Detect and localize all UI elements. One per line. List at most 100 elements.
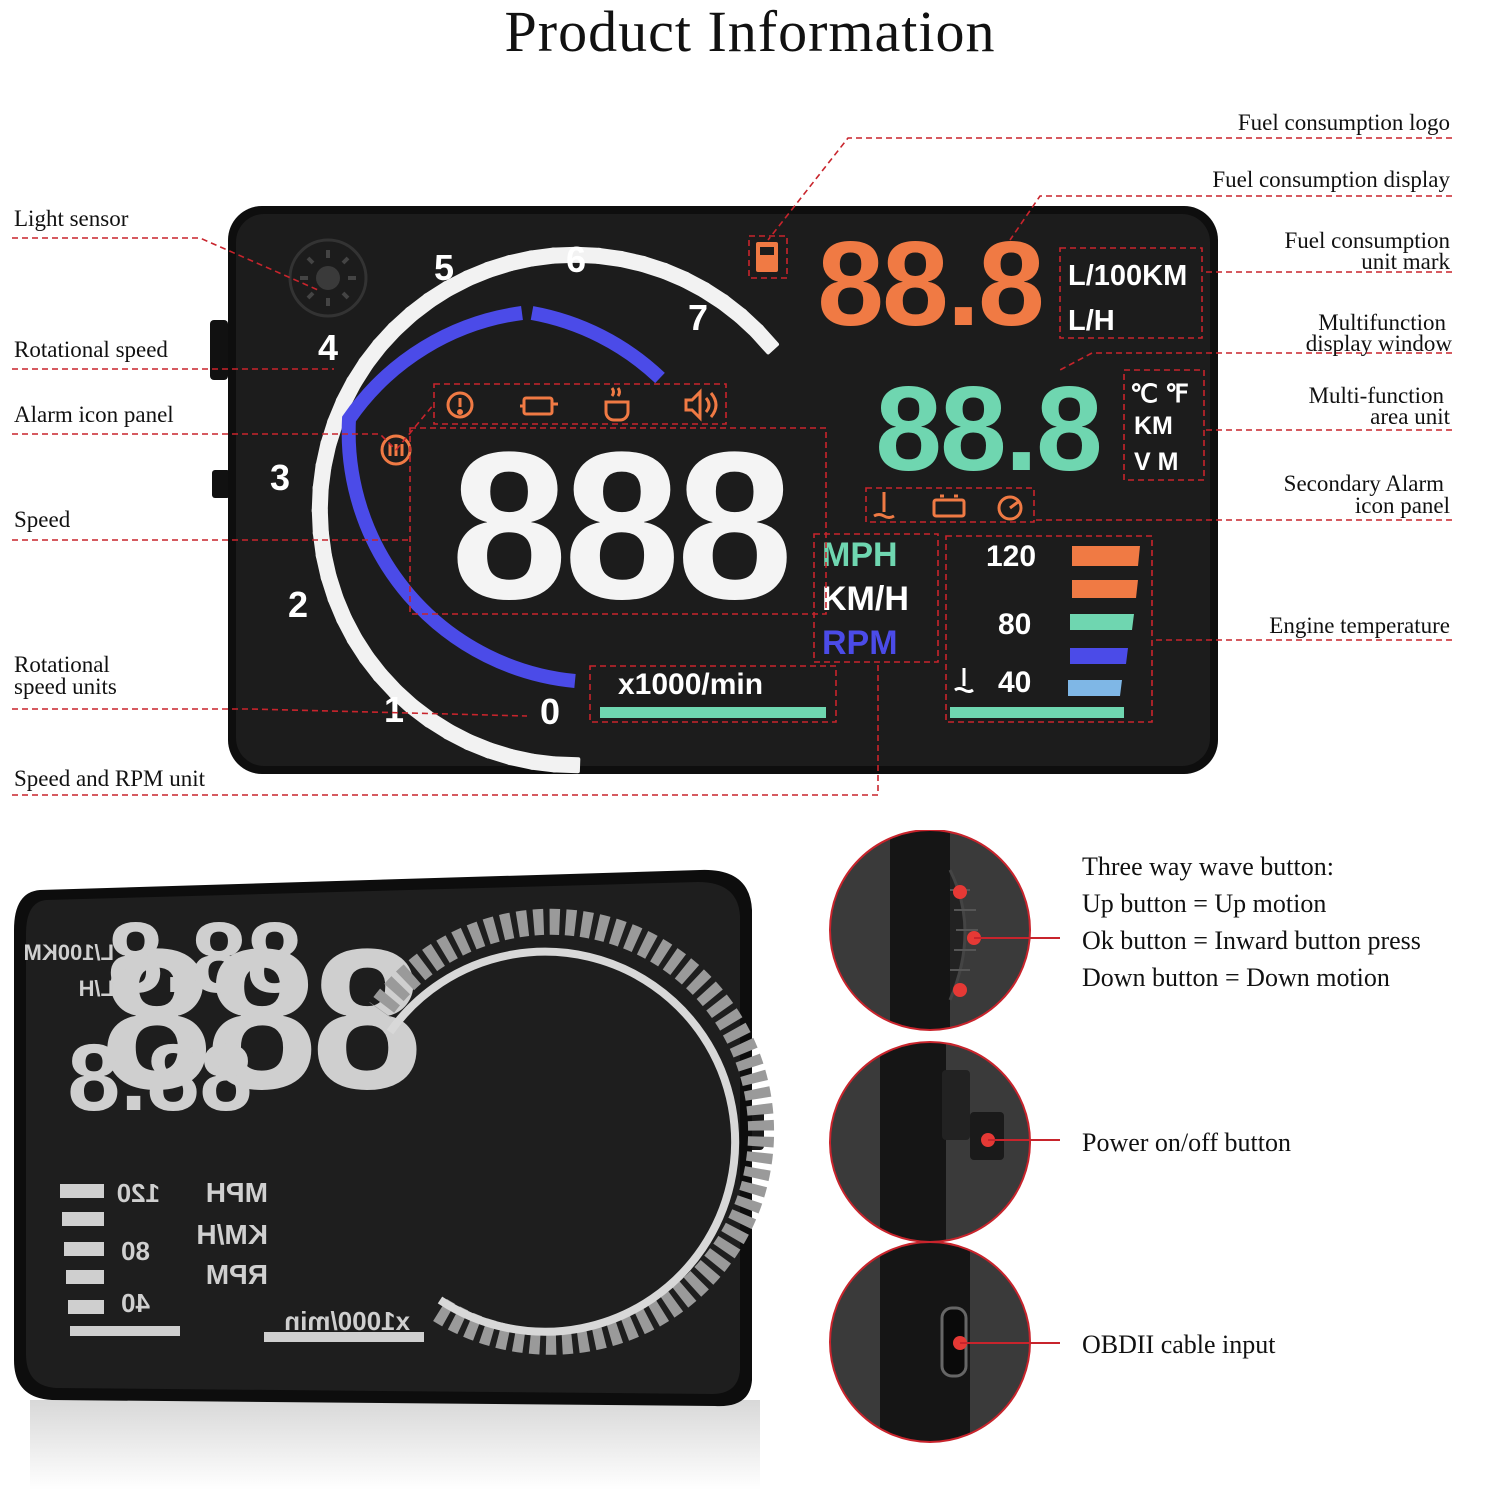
side-power-button xyxy=(212,470,230,498)
temp-bar-5 xyxy=(1068,680,1122,696)
wave-button-title: Three way wave button: xyxy=(1082,852,1334,881)
page-title: Product Information xyxy=(504,0,996,64)
rpm-tick-0: 0 xyxy=(540,691,560,732)
hud-screen xyxy=(236,214,1210,766)
down-button-dot xyxy=(953,983,967,997)
rpm-segment xyxy=(573,246,602,264)
label-multi-window-line2: display window xyxy=(1305,331,1452,356)
mirror-rpm-ring xyxy=(369,908,775,1355)
temp-base-bar xyxy=(950,707,1124,718)
zoom-wave-button xyxy=(830,830,1030,1030)
mirror-temp-120: 120 xyxy=(117,1178,160,1208)
zoom-power-button xyxy=(830,1042,1030,1242)
mirror-rpm-arc xyxy=(386,947,740,1336)
label-secondary-alarm-line2: icon panel xyxy=(1354,493,1450,518)
label-secondary-alarm-line1: Secondary Alarm xyxy=(1283,471,1444,496)
temp-label-80: 80 xyxy=(998,608,1031,641)
rpm-tick-7: 7 xyxy=(688,297,708,338)
engine-check-icon xyxy=(520,396,558,416)
label-multi-unit-line1: Multi-function xyxy=(1308,383,1444,408)
mirror-unit-kmh: KM/H xyxy=(196,1219,268,1250)
rpm-blue-arc-top xyxy=(530,306,665,384)
rpm-segment xyxy=(594,247,625,267)
unit-mph: MPH xyxy=(822,536,898,574)
speaker-icon xyxy=(684,388,718,422)
down-button-desc: Down button = Down motion xyxy=(1082,963,1390,992)
rpm-tick-5: 5 xyxy=(434,247,454,288)
mirror-temp-80: 80 xyxy=(121,1236,150,1266)
obd-input-desc: OBDII cable input xyxy=(1082,1330,1276,1359)
mirror-fuel-digits: 88.8 xyxy=(108,902,303,1014)
mirror-rpm-unit: x1000/min xyxy=(284,1306,410,1336)
multi-digits: 88.8 xyxy=(875,362,1101,496)
fuel-digits: 88.8 xyxy=(817,217,1043,351)
temp-bar-1 xyxy=(1072,546,1140,566)
power-button-desc: Power on/off button xyxy=(1082,1128,1291,1157)
mirror-screen xyxy=(26,882,740,1394)
label-fuel-display: Fuel consumption display xyxy=(1212,167,1450,192)
temp-bar-3 xyxy=(1070,614,1134,630)
up-button-desc: Up button = Up motion xyxy=(1082,889,1327,918)
rpm-segment xyxy=(528,247,558,267)
label-rotational-units-line1: Rotational xyxy=(14,652,110,677)
callout-boxes xyxy=(409,235,1205,723)
zoom-circles xyxy=(829,830,1060,1443)
rpm-segment xyxy=(551,756,581,774)
label-alarm-icon-panel: Alarm icon panel xyxy=(14,402,174,427)
rpm-segment xyxy=(550,246,580,264)
temp-label-120: 120 xyxy=(986,540,1036,573)
label-multi-window-line1: Multifunction xyxy=(1318,310,1446,335)
fuel-pump-icon xyxy=(756,242,778,272)
warning-icon xyxy=(446,391,474,419)
label-rotational-units-line2: speed units xyxy=(14,674,117,699)
mirror-unit-rpm: RPM xyxy=(206,1259,268,1290)
mirror-unit-lh: L/H xyxy=(79,976,114,1001)
label-speed: Speed xyxy=(14,507,71,532)
mirror-speed-digits: 888 xyxy=(106,908,422,1131)
mirror-unit-l100km: L/100KM xyxy=(24,940,114,965)
temp-bar-2 xyxy=(1072,580,1138,598)
side-scroll-wheel xyxy=(210,320,228,380)
rpm-segment xyxy=(312,462,332,492)
rpm-segment xyxy=(311,485,329,514)
rpm-tick-1: 1 xyxy=(384,689,404,730)
zoom-obd-port xyxy=(830,1242,1030,1442)
rpm-tick-4: 4 xyxy=(318,327,338,368)
unit-kmh: KM/H xyxy=(822,580,909,618)
fuel-unit-l100km: L/100KM xyxy=(1068,260,1187,292)
label-engine-temperature: Engine temperature xyxy=(1269,613,1450,638)
device-reflection xyxy=(30,1400,760,1490)
battery-icon xyxy=(932,494,966,518)
rpm-tick-2: 2 xyxy=(288,584,308,625)
temp-bar-4 xyxy=(1070,648,1128,664)
rpm-segment-ring xyxy=(311,246,779,774)
multi-unit-vm: V M xyxy=(1134,448,1178,476)
speed-digits: 888 xyxy=(451,408,789,643)
rpm-segment xyxy=(312,529,332,559)
rpm-unit-label: x1000/min xyxy=(618,668,763,701)
mirror-temp-bars xyxy=(60,1184,424,1342)
label-rotational-speed: Rotational speed xyxy=(14,337,168,362)
multi-unit-temp: ℃ ℉ xyxy=(1130,380,1189,408)
rpm-bar xyxy=(600,707,826,718)
coffee-cup-icon xyxy=(604,387,630,422)
rpm-segment xyxy=(505,250,536,272)
rpm-segment xyxy=(529,753,559,773)
up-button-dot xyxy=(953,885,967,899)
zoom-leader-lines xyxy=(960,937,1060,1344)
ok-button-desc: Ok button = Inward button press xyxy=(1082,926,1421,955)
rpm-tick-6: 6 xyxy=(566,239,586,280)
callout-leaders xyxy=(12,137,1452,796)
multi-unit-km: KM xyxy=(1134,412,1173,440)
mirror-multi-digits: 88.8 xyxy=(68,1025,253,1131)
label-fuel-logo: Fuel consumption logo xyxy=(1237,110,1450,135)
rpm-segment xyxy=(315,550,337,581)
rpm-segment xyxy=(311,507,329,536)
hud-diagram-top: 0 1 2 3 4 5 6 7 888 MPH KM/H RPM x1000/m… xyxy=(12,137,1452,796)
label-fuel-unit-line2: unit mark xyxy=(1361,249,1450,274)
unit-rpm: RPM xyxy=(822,624,898,662)
label-fuel-unit-line1: Fuel consumption xyxy=(1284,228,1450,253)
light-sensor-icon xyxy=(288,238,368,318)
label-speed-rpm-unit: Speed and RPM unit xyxy=(14,766,206,791)
rpm-tick-3: 3 xyxy=(270,457,290,498)
